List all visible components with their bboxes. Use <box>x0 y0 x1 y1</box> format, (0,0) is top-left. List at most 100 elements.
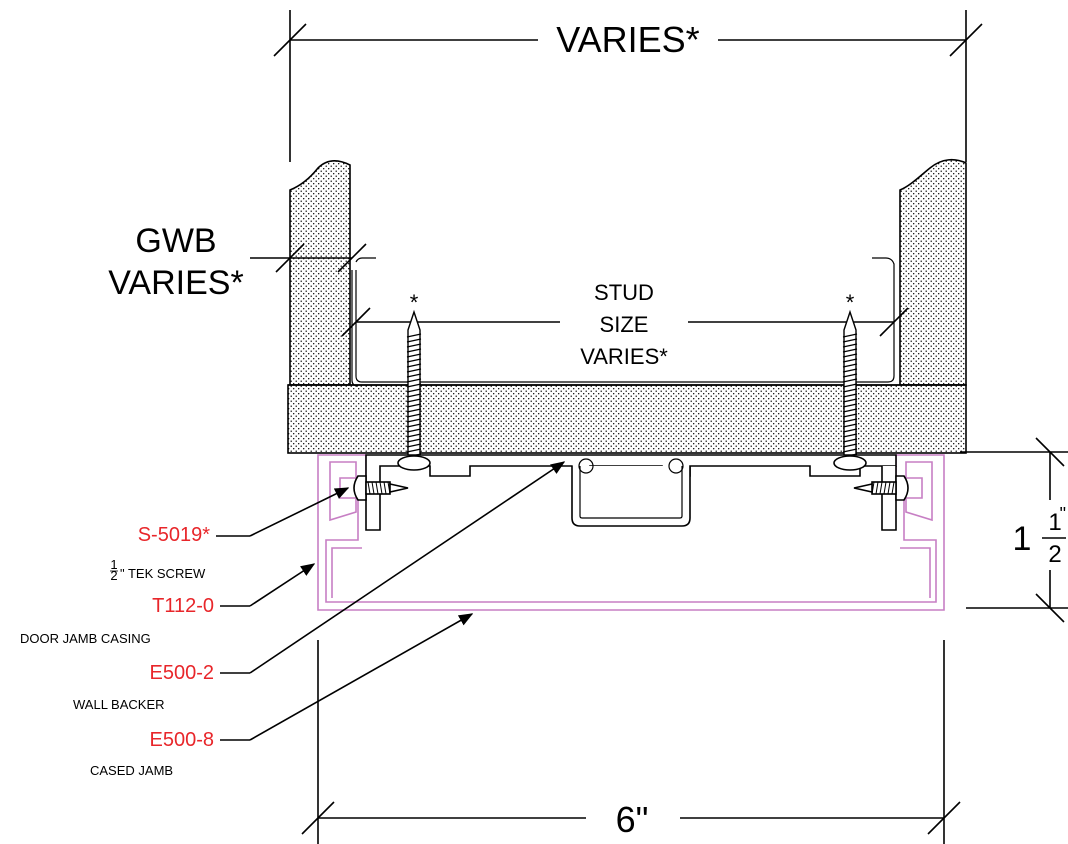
callout-desc: WALL BACKER <box>73 697 165 712</box>
tek-thread <box>387 481 391 495</box>
callout-desc: " TEK SCREW <box>120 566 206 581</box>
screw-thread <box>842 428 858 433</box>
screw-thread <box>406 373 422 378</box>
callout-code: E500-8 <box>150 729 215 751</box>
screw-thread <box>406 393 422 398</box>
screw-left-marker: * <box>410 290 419 315</box>
gwb-left-panel <box>289 160 351 386</box>
gwb-label-line2: VARIES* <box>108 264 243 302</box>
screw-thread <box>842 368 858 373</box>
screw-right-marker: * <box>846 290 855 315</box>
tek-thread <box>375 481 379 495</box>
top-width-dimension: VARIES* <box>273 10 983 162</box>
tek-screw-left <box>353 475 409 501</box>
screw-thread <box>406 433 422 438</box>
bottom-width-label: 6" <box>616 799 649 840</box>
screw-thread <box>842 403 858 408</box>
tek-thread <box>887 481 891 495</box>
screw-thread <box>406 343 422 348</box>
screw-thread <box>842 448 858 453</box>
gwb-right-panel <box>899 158 967 386</box>
screw-thread <box>406 428 422 433</box>
tek-thread <box>883 481 887 495</box>
callout-desc: CASED JAMB <box>90 763 173 778</box>
callout-frac-num: 1 <box>110 557 117 572</box>
tek-screw-right <box>853 475 909 501</box>
stud-label-line2: SIZE <box>600 312 649 337</box>
screw-thread <box>842 398 858 403</box>
screw-thread <box>406 403 422 408</box>
screw-left: * <box>406 290 422 459</box>
screw-thread <box>842 363 858 368</box>
screw-thread <box>842 373 858 378</box>
screw-thread <box>406 368 422 373</box>
screw-thread <box>406 383 422 388</box>
callout-code: E500-2 <box>150 662 215 684</box>
screw-thread <box>406 398 422 403</box>
screw-thread <box>406 363 422 368</box>
gwb-dimension: GWB VARIES* <box>108 222 367 302</box>
stud-label-line1: STUD <box>594 280 654 305</box>
depth-unit: " <box>1060 504 1066 524</box>
screw-thread <box>406 418 422 423</box>
screw-thread <box>842 378 858 383</box>
screw-thread <box>406 443 422 448</box>
screw-thread <box>842 348 858 353</box>
tek-thread <box>875 481 879 495</box>
callout-frac-den: 2 <box>110 568 117 583</box>
bottom-width-dimension: 6" <box>301 640 961 844</box>
screw-thread <box>842 443 858 448</box>
screw-thread <box>406 413 422 418</box>
callout-t1120: T112-0 DOOR JAMB CASING <box>20 563 316 646</box>
tek-thread <box>383 481 387 495</box>
metal-stud <box>351 257 895 387</box>
callout-code: T112-0 <box>152 595 214 617</box>
screw-thread <box>842 343 858 348</box>
screw-thread <box>842 423 858 428</box>
screw-thread <box>842 338 858 343</box>
callout-s5019: S-5019* 1 2 " TEK SCREW <box>110 487 350 583</box>
wall-backer-profile <box>365 454 897 531</box>
screw-thread <box>842 438 858 443</box>
screw-thread <box>842 418 858 423</box>
screw-thread <box>406 448 422 453</box>
screw-thread <box>406 338 422 343</box>
stud-size-dimension: STUD SIZE VARIES* <box>341 280 909 369</box>
depth-dimension: 1 1 2 " <box>960 437 1068 623</box>
gwb-bottom-strip <box>287 384 967 454</box>
screw-thread <box>406 388 422 393</box>
screw-thread <box>406 333 422 338</box>
callout-desc: DOOR JAMB CASING <box>20 631 151 646</box>
screw-thread <box>842 433 858 438</box>
screw-heads <box>397 455 867 471</box>
tek-thread <box>871 481 875 495</box>
screw-thread <box>842 358 858 363</box>
screw-thread <box>406 353 422 358</box>
tek-thread <box>879 481 883 495</box>
screw-thread <box>842 413 858 418</box>
tek-thread <box>367 481 371 495</box>
screw-thread <box>406 423 422 428</box>
screw-thread <box>406 438 422 443</box>
depth-numerator: 1 <box>1048 509 1061 536</box>
screw-thread <box>842 353 858 358</box>
screw-thread <box>406 408 422 413</box>
screw-thread <box>406 378 422 383</box>
callout-e5002: E500-2 WALL BACKER <box>73 461 566 712</box>
tek-thread <box>371 481 375 495</box>
gwb-label-line1: GWB <box>135 222 216 260</box>
screw-thread <box>406 358 422 363</box>
screw-thread <box>406 348 422 353</box>
screw-thread <box>842 408 858 413</box>
tek-thread <box>891 481 895 495</box>
callout-e5008: E500-8 CASED JAMB <box>90 613 474 778</box>
screw-thread <box>842 393 858 398</box>
depth-whole: 1 <box>1013 520 1032 558</box>
callout-code: S-5019* <box>138 524 210 546</box>
tek-thread <box>379 481 383 495</box>
screw-thread <box>842 383 858 388</box>
screw-thread <box>842 388 858 393</box>
screw-right: * <box>842 290 858 459</box>
screw-thread <box>842 333 858 338</box>
